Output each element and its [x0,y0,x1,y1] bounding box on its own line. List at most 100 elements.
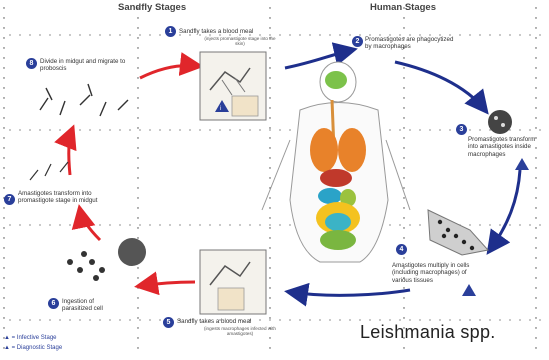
grid-dot [137,87,138,88]
grid-dot [489,319,490,320]
grid-dot [137,287,138,288]
grid-dot [3,297,4,298]
grid-dot [535,207,536,208]
grid-dot [137,167,138,168]
grid-dot [269,217,270,218]
grid-dot [59,34,60,35]
grid-dot [479,319,480,320]
grid-dot [239,129,240,130]
grid-dot [49,224,50,225]
grid-dot [137,127,138,128]
grid-dot [137,17,138,18]
grid-dot [259,224,260,225]
grid-dot [3,97,4,98]
grid-dot [319,34,320,35]
grid-dot [403,117,404,118]
grid-dot [269,57,270,58]
amastigotes-right [428,210,488,255]
grid-dot [403,347,404,348]
grid-dot [429,129,430,130]
step-8-badge: 8 [26,58,37,69]
grid-dot [3,287,4,288]
grid-dot [535,187,536,188]
grid-dot [3,127,4,128]
grid-dot [269,137,270,138]
grid-dot [129,319,130,320]
grid-dot [535,327,536,328]
grid-dot [137,197,138,198]
grid-dot [403,237,404,238]
grid-dot [3,237,4,238]
grid-dot [137,237,138,238]
grid-dot [359,34,360,35]
grid-dot [403,167,404,168]
grid-dot [169,129,170,130]
diagnostic-marker-3 [515,158,529,170]
grid-dot [179,224,180,225]
arrow-8-to-1 [140,66,198,79]
grid-dot [449,129,450,130]
grid-dot [149,34,150,35]
grid-dot [3,57,4,58]
grid-dot [535,117,536,118]
grid-dot [389,129,390,130]
grid-dot [289,129,290,130]
grid-dot [59,224,60,225]
grid-dot [3,327,4,328]
grid-dot [137,217,138,218]
grid-dot [129,129,130,130]
grid-dot [349,34,350,35]
grid-dot [137,117,138,118]
grid-dot [269,224,270,225]
inset-bottom [200,250,266,314]
grid-dot [403,27,404,28]
grid-dot [535,127,536,128]
grid-dot [535,307,536,308]
grid-dot [539,224,540,225]
grid-dot [409,224,410,225]
grid-dot [329,319,330,320]
grid-dot [535,267,536,268]
grid-dot [3,17,4,18]
arrow-5-to-6 [140,282,195,286]
legend-diagnostic: ▲ = Diagnostic Stage [4,345,62,351]
grid-dot [509,129,510,130]
grid-dot [269,117,270,118]
grid-dot [403,17,404,18]
grid-dot [139,129,140,130]
grid-dot [389,319,390,320]
grid-dot [109,129,110,130]
grid-dot [329,34,330,35]
grid-dot [403,107,404,108]
grid-dot [535,27,536,28]
grid-dot [535,87,536,88]
grid-dot [119,129,120,130]
grid-dot [137,207,138,208]
grid-dot [19,129,20,130]
grid-dot [159,129,160,130]
grid-dot [535,317,536,318]
grid-dot [535,297,536,298]
grid-dot [409,319,410,320]
grid-dot [403,87,404,88]
grid-dot [403,307,404,308]
grid-dot [519,224,520,225]
grid-dot [479,129,480,130]
grid-dot [269,157,270,158]
grid-dot [403,217,404,218]
grid-dot [439,319,440,320]
grid-dot [459,319,460,320]
step-1-badge: 1 [165,26,176,37]
grid-dot [269,87,270,88]
grid-dot [309,319,310,320]
grid-dot [119,224,120,225]
grid-dot [269,207,270,208]
grid-dot [359,319,360,320]
grid-dot [137,37,138,38]
grid-dot [149,319,150,320]
grid-dot [403,297,404,298]
grid-dot [279,129,280,130]
grid-dot [535,47,536,48]
amastigote-to-promastigote [30,162,68,180]
grid-dot [269,47,270,48]
